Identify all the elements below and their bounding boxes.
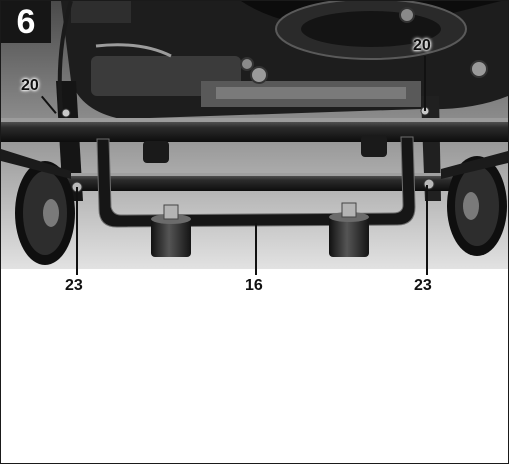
figure-number-badge: 6	[1, 1, 51, 43]
leader-line-16	[255, 223, 257, 275]
leader-line-20-right	[424, 56, 426, 111]
callout-20-right: 20	[413, 37, 431, 54]
generator-frame-photo	[1, 1, 508, 269]
callout-23-right: 23	[414, 277, 432, 294]
callout-20-left: 20	[21, 77, 39, 94]
leader-line-23-left	[76, 187, 78, 275]
callout-23-left: 23	[65, 277, 83, 294]
photo-illustration	[1, 1, 508, 269]
leader-line-23-right	[426, 185, 428, 275]
callout-16: 16	[245, 277, 263, 294]
